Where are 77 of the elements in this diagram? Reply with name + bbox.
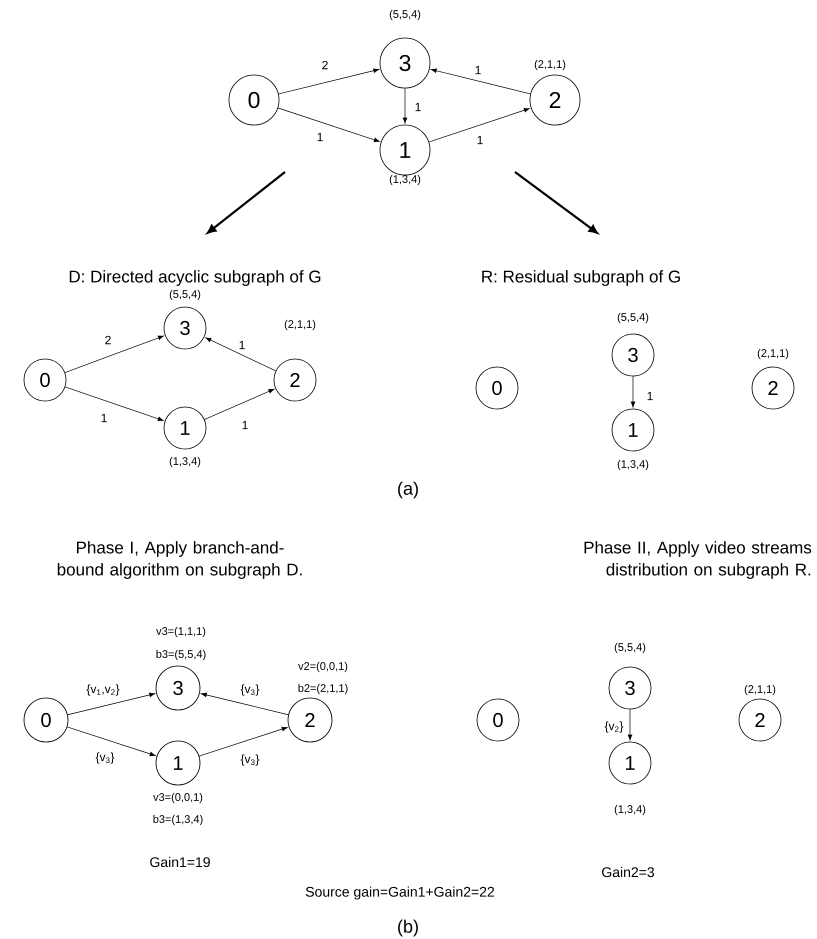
node-annotation: (1,3,4)	[170, 456, 200, 468]
graph-node: 3	[164, 306, 206, 350]
arrow	[278, 108, 380, 142]
arrow	[630, 376, 636, 408]
graph-node: 1	[164, 406, 206, 450]
edge-label: 1	[238, 340, 246, 350]
node-annotation: (2,1,1)	[758, 348, 788, 360]
arrow	[428, 108, 530, 142]
graph-node: 0	[476, 698, 520, 742]
node-annotation: (5,5,4)	[618, 312, 648, 324]
subgraph-title: D: Directed acyclic subgraph of G	[70, 270, 320, 286]
arrow	[430, 68, 531, 94]
arrow	[402, 88, 408, 124]
edge-label: 1	[316, 132, 324, 142]
graph-node: 2	[752, 366, 794, 410]
node-annotation: (1,3,4)	[390, 174, 420, 186]
panel-label: (a)	[398, 482, 418, 498]
edge-label: 1	[100, 412, 108, 424]
gain-text: Source gain=Gain1+Gain2=22	[306, 886, 494, 900]
node-annotation: v2=(0,0,1)	[298, 662, 348, 672]
edge-label: 1	[646, 390, 654, 402]
edge-label: {v$_{1}$,v$_{2}$}	[85, 683, 121, 697]
graph-node: 0	[476, 366, 518, 410]
node-annotation: v3=(1,1,1)	[156, 626, 206, 638]
graph-node: 1	[608, 742, 652, 784]
arrow	[205, 337, 276, 372]
node-annotation: (2,1,1)	[744, 684, 776, 696]
graph-node: 2	[530, 74, 580, 126]
graph-node: 0	[24, 698, 68, 742]
graph-node: 0	[228, 74, 280, 126]
node-annotation: (2,1,1)	[284, 320, 316, 330]
arrow	[64, 386, 164, 422]
graph-node: 2	[288, 698, 332, 742]
node-annotation: (5,5,4)	[170, 290, 200, 300]
graph-node: 3	[612, 334, 654, 376]
edge-label: 1	[414, 102, 422, 112]
graph-node: 2	[274, 358, 316, 402]
arrow	[204, 388, 274, 420]
arrow	[64, 336, 164, 373]
panel-label: (b)	[398, 920, 418, 936]
arrow	[198, 726, 288, 756]
edge-label: 1	[240, 420, 250, 430]
graph-node: 2	[738, 698, 782, 742]
graph-node: 1	[612, 408, 654, 452]
arrow	[200, 692, 289, 716]
graph-node: 3	[608, 666, 652, 710]
node-annotation: (2,1,1)	[534, 60, 566, 70]
arrow	[66, 726, 156, 756]
node-annotation: b2=(2,1,1)	[298, 684, 348, 694]
arrow	[628, 709, 632, 740]
node-annotation: b3=(1,3,4)	[153, 814, 203, 826]
graph-node: 0	[24, 358, 66, 402]
graph-node: 1	[380, 124, 430, 176]
arrow	[67, 692, 156, 716]
gain-text: Gain2=3	[602, 866, 654, 878]
edge-label: 2	[320, 60, 330, 70]
subgraph-title: R: Residual subgraph of G	[482, 270, 680, 286]
edge-label: 1	[474, 64, 482, 76]
node-annotation: (1,3,4)	[618, 460, 648, 470]
graph-node: 1	[156, 740, 200, 786]
graph-node: 3	[380, 38, 430, 88]
edge-label: {v$_{3}$}	[94, 751, 116, 765]
gain-text: Gain1=19	[150, 856, 210, 868]
node-annotation: (1,3,4)	[614, 804, 646, 816]
edge-label: 1	[476, 134, 484, 146]
phase-title: Phase II, Apply video streams distribution on subgraph R.	[584, 541, 812, 579]
arrow	[278, 68, 380, 94]
edge-label: {v$_{3}$}	[240, 753, 260, 767]
edge-label: {v$_{2}$}	[604, 720, 624, 734]
edge-label: 2	[104, 334, 112, 346]
graph-node: 3	[156, 666, 200, 710]
node-annotation: v3=(0,0,1)	[153, 792, 202, 804]
node-annotation: b3=(5,5,4)	[156, 650, 206, 660]
node-annotation: (5,5,4)	[614, 642, 646, 654]
edge-label: {v$_{3}$}	[240, 683, 260, 697]
phase-title: Phase I, Apply branch-and-bound algorithm on subgraph D.	[58, 541, 302, 579]
node-annotation: (5,5,4)	[390, 10, 420, 20]
